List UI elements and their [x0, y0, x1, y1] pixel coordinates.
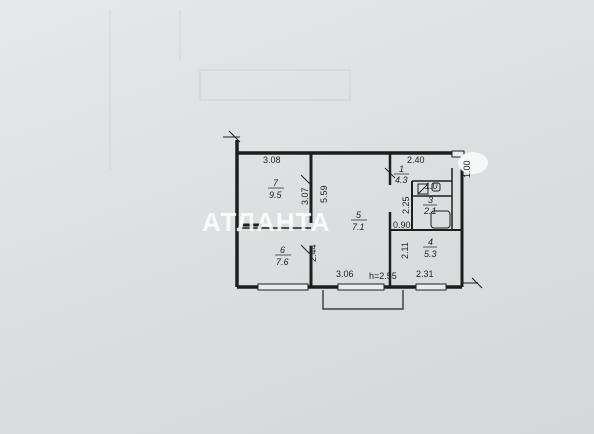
- dim-top-right-width: 2.40: [407, 155, 425, 165]
- room-area: 4.3: [395, 175, 408, 185]
- window-openings: [257, 150, 465, 291]
- room-area: 2.1: [423, 206, 437, 216]
- room-6: 6 7.6: [275, 245, 291, 267]
- dim-top-left-width: 3.08: [263, 155, 281, 165]
- dim-service-depth: 2.11: [400, 242, 410, 259]
- room-area: 1.0: [425, 181, 438, 191]
- ceiling-height-label: h=2.55: [369, 271, 397, 281]
- room-number: 1: [399, 164, 404, 174]
- room-area: 5.3: [424, 249, 437, 259]
- room-area: 7.1: [352, 222, 365, 232]
- dim-bottom-left-width: 3.06: [336, 269, 354, 279]
- dim-corridor-width: 0.90: [393, 220, 411, 230]
- dim-left-room-depth: 3.07: [300, 187, 310, 205]
- room-number: 6: [280, 245, 285, 255]
- room-number: 4: [428, 237, 433, 247]
- room-4: 4 5.3: [423, 237, 437, 259]
- dim-hall-depth: 5.59: [319, 185, 329, 203]
- room-5: 5 7.1: [351, 210, 367, 232]
- room-2: 1.0: [425, 181, 438, 191]
- watermark-text: АТЛАНТА: [202, 207, 331, 237]
- room-area: 9.5: [269, 190, 283, 200]
- dim-bath-depth: 2.25: [401, 196, 411, 214]
- room-1: 1 4.3: [394, 164, 409, 185]
- white-blot: [458, 152, 488, 174]
- room-7: 7 9.5: [268, 178, 284, 200]
- dimension-ticks: [300, 167, 396, 256]
- room-area: 7.6: [276, 257, 289, 267]
- dim-right-edge: 1.00: [462, 160, 472, 178]
- room-3: 3 2.1: [423, 195, 437, 216]
- dim-bottom-right-width: 2.31: [416, 269, 434, 279]
- room-number: 3: [428, 195, 433, 205]
- dim-lower-left-depth: 2.44: [308, 244, 318, 262]
- room-number: 7: [273, 178, 279, 188]
- room-number: 5: [356, 210, 362, 220]
- interior-partitions: [237, 153, 462, 287]
- room-labels: 7 9.5 5 7.1 6 7.6 1 4.3 1.0 3 2.1 4: [268, 164, 438, 267]
- bath-fixtures: [417, 182, 451, 229]
- scan-artefacts: [109, 10, 351, 170]
- balcony: [322, 290, 404, 310]
- dimension-labels: 3.08 2.40 3.06 2.31 h=2.55 0.90 3.07 5.5…: [263, 155, 472, 281]
